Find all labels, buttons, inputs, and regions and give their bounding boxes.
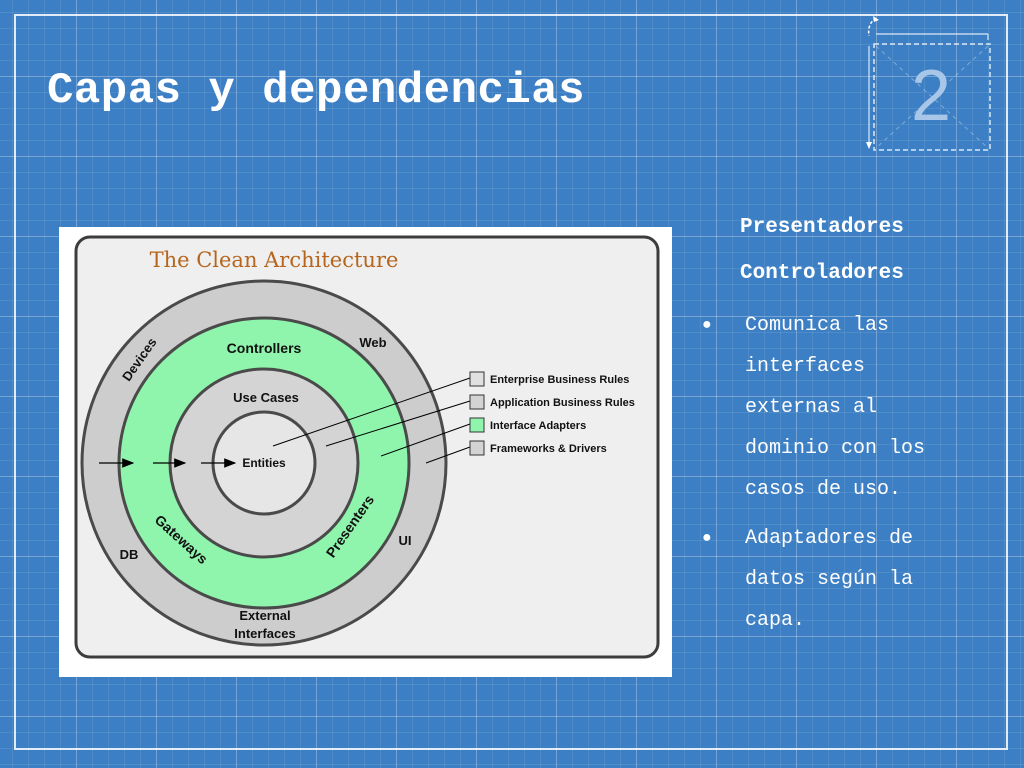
db-label: DB: [120, 547, 139, 562]
clean-architecture-figure: The Clean Architecture Controllers Use C…: [59, 227, 672, 677]
leader-line: [425, 446, 471, 464]
leader-line: [380, 423, 471, 457]
interfaces-label: Interfaces: [234, 626, 295, 641]
leader-line: [272, 377, 471, 447]
bullet-dot-icon: ●: [702, 316, 712, 334]
side-panel: Presentadores Controladores ● Comunica l…: [700, 205, 1000, 649]
bullet-dot-icon: ●: [702, 529, 712, 547]
legend-swatch: [469, 371, 485, 387]
legend-swatch: [469, 417, 485, 433]
clean-architecture-diagram: The Clean Architecture Controllers Use C…: [74, 235, 660, 659]
legend-swatch: [469, 394, 485, 410]
legend-label: Enterprise Business Rules: [490, 374, 629, 386]
controllers-label: Controllers: [227, 340, 302, 356]
leader-line: [325, 400, 471, 447]
slide-frame: [14, 14, 1008, 750]
diagram-heading: The Clean Architecture: [150, 248, 399, 272]
external-label: External: [239, 608, 290, 623]
slide-title: Capas y dependencias: [47, 66, 586, 116]
ui-label: UI: [399, 533, 412, 548]
slide-number-badge: 2: [864, 16, 996, 156]
legend-label: Frameworks & Drivers: [490, 443, 607, 455]
corner-bracket-icon: [866, 16, 991, 151]
subheading-presentadores: Presentadores: [740, 216, 904, 239]
subheading-controladores: Controladores: [740, 262, 904, 285]
use-cases-label: Use Cases: [233, 390, 299, 405]
entities-label: Entities: [242, 456, 286, 470]
slide-number: 2: [910, 56, 952, 136]
legend-label: Application Business Rules: [490, 397, 635, 409]
web-label: Web: [359, 335, 386, 350]
legend-swatch: [469, 440, 485, 456]
legend-label: Interface Adapters: [490, 420, 586, 432]
